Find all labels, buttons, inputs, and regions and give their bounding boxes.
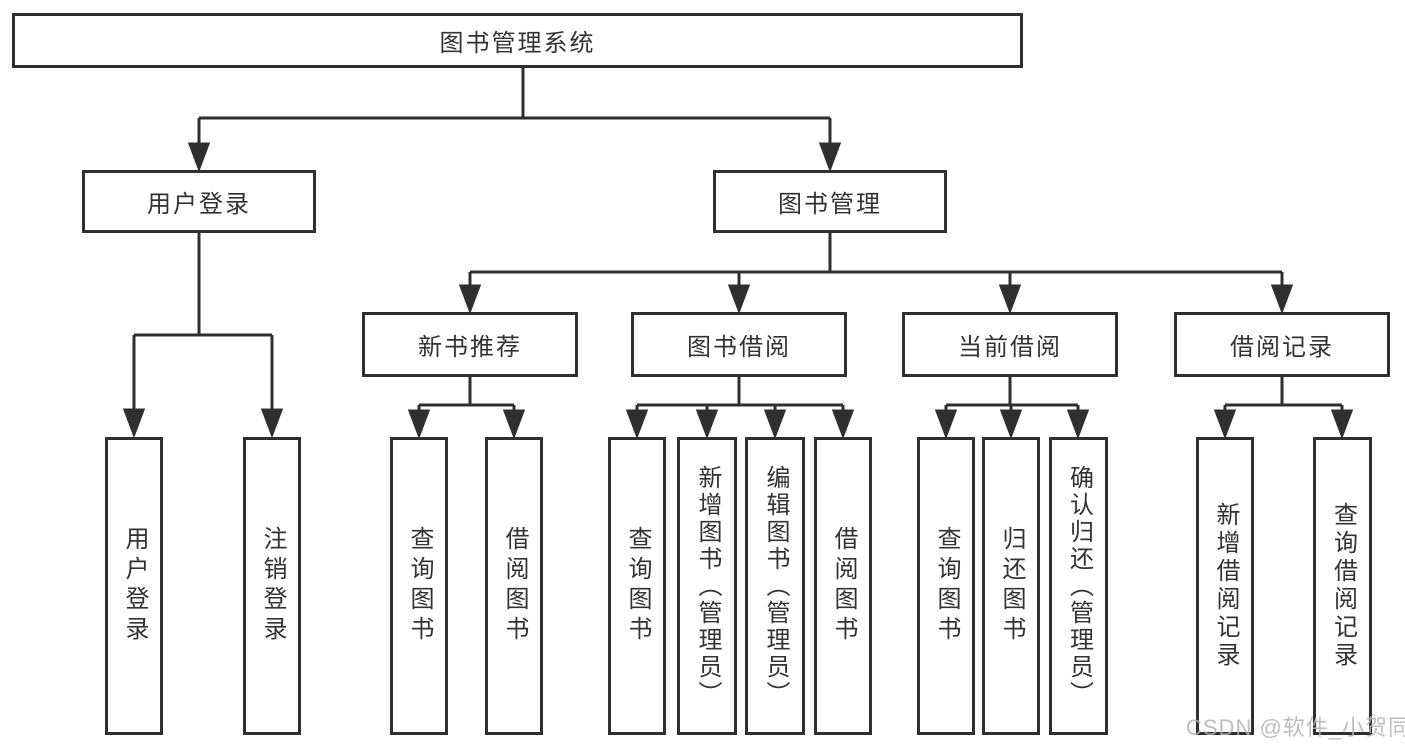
node-new-book-recommend: 新书推荐: [362, 312, 578, 377]
node-leaf-query-books-borrow: 查询图书: [608, 437, 666, 735]
node-current-borrow: 当前借阅: [902, 312, 1118, 377]
connector-current-borrow-children: [934, 377, 1090, 440]
node-leaf-add-books-admin: 新增图书（管理员）: [677, 437, 737, 735]
node-leaf-return-books: 归还图书: [982, 437, 1040, 735]
connector-borrow-record-children: [1213, 377, 1354, 440]
node-borrow-records: 借阅记录: [1174, 312, 1390, 377]
node-user-login: 用户登录: [82, 170, 316, 233]
node-leaf-logout: 注销登录: [243, 437, 301, 735]
node-leaf-borrow-books-recommend: 借阅图书: [485, 437, 543, 735]
connector-new-book-children: [407, 377, 526, 440]
node-leaf-borrow-books: 借阅图书: [814, 437, 872, 735]
node-leaf-query-books-recommend: 查询图书: [390, 437, 448, 735]
node-leaf-confirm-return-admin: 确认归还（管理员）: [1049, 437, 1108, 735]
node-leaf-add-borrow-record: 新增借阅记录: [1196, 437, 1254, 735]
node-leaf-edit-books-admin: 编辑图书（管理员）: [745, 437, 805, 735]
connector-root-to-level2: [187, 68, 842, 173]
csdn-watermark: CSDN @软件_小贺同学: [1186, 715, 1405, 740]
connector-book-management-children: [458, 233, 1294, 315]
connector-user-login-children: [122, 233, 284, 439]
node-leaf-query-books-current: 查询图书: [917, 437, 975, 735]
node-leaf-query-borrow-record: 查询借阅记录: [1313, 437, 1372, 735]
connector-book-borrow-children: [625, 377, 855, 440]
node-book-borrow: 图书借阅: [631, 312, 847, 377]
node-leaf-user-login: 用户登录: [105, 437, 163, 735]
node-library-system: 图书管理系统: [12, 13, 1023, 68]
node-book-management: 图书管理: [713, 170, 947, 233]
